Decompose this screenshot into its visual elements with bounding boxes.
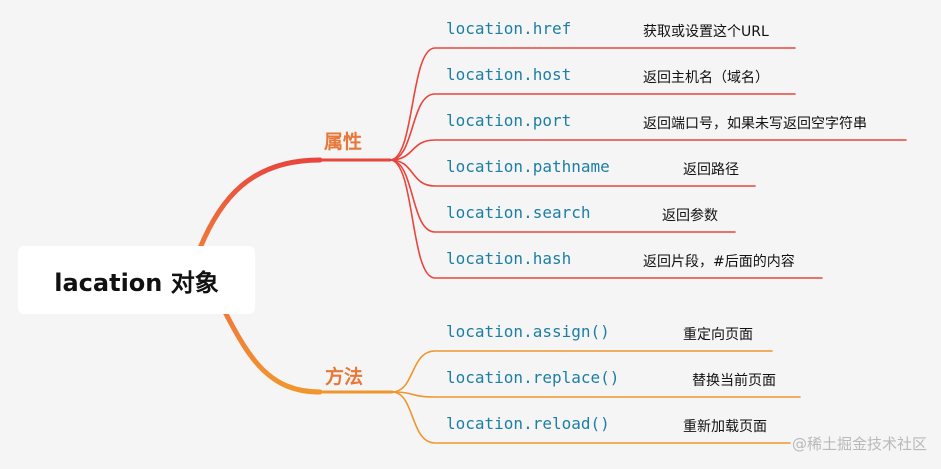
root-title: lacation 对象: [54, 268, 219, 297]
method-connector: [391, 391, 801, 398]
property-connector: [389, 47, 796, 161]
method-code: location.replace(): [446, 368, 620, 387]
property-desc: 返回主机名（域名）: [643, 70, 769, 86]
property-connector: [389, 159, 736, 233]
method-desc: 替换当前页面: [692, 373, 776, 389]
method-code: location.reload(): [446, 414, 610, 433]
watermark: @稀土掘金技术社区: [791, 435, 927, 453]
property-code: location.host: [446, 65, 572, 84]
property-code: location.search: [446, 203, 591, 222]
property-desc: 获取或设置这个URL: [643, 24, 769, 40]
method-desc: 重新加载页面: [683, 419, 767, 435]
method-connector: [391, 391, 791, 444]
property-desc: 返回路径: [683, 162, 739, 178]
trunk-properties: [197, 157, 323, 251]
property-desc: 返回参数: [662, 208, 718, 224]
trunk-methods: [222, 309, 323, 395]
property-connector: [389, 159, 823, 279]
properties-branch-label: 属性: [324, 131, 363, 153]
property-connector: [389, 93, 796, 161]
property-code: location.hash: [446, 249, 572, 268]
root-node: lacation 对象: [18, 246, 255, 314]
property-desc: 返回片段，#后面的内容: [643, 254, 795, 270]
property-code: location.pathname: [446, 157, 610, 176]
property-connector: [389, 159, 756, 187]
method-connector: [391, 350, 773, 393]
methods-branch-label: 方法: [325, 366, 364, 388]
property-code: location.href: [446, 19, 572, 38]
method-code: location.assign(): [446, 322, 610, 341]
property-code: location.port: [446, 111, 572, 130]
property-connector: [389, 139, 907, 161]
property-desc: 返回端口号，如果未写返回空字符串: [643, 116, 867, 132]
method-desc: 重定向页面: [683, 327, 753, 343]
